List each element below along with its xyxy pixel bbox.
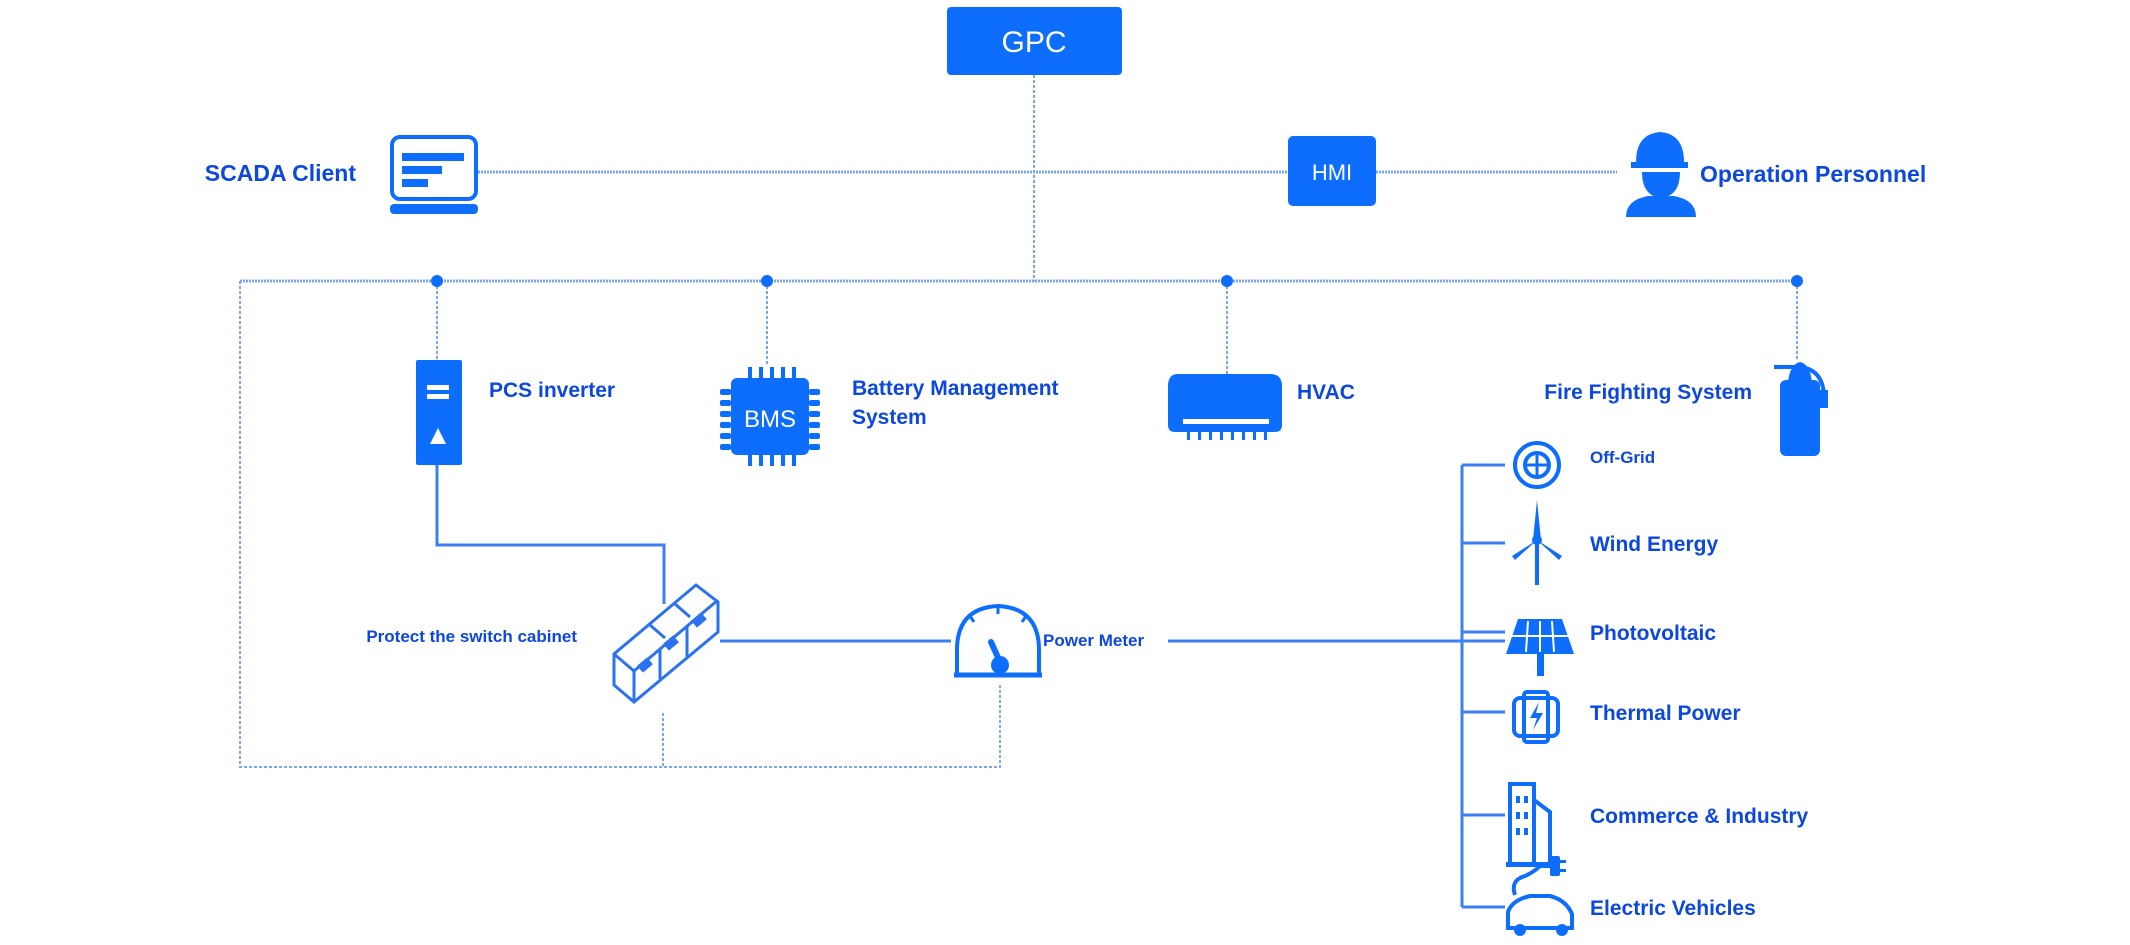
source-label: Photovoltaic [1590, 622, 1716, 645]
building-icon [1506, 782, 1556, 867]
wind-turbine-icon [1512, 500, 1562, 585]
pcs-inverter-label: PCS inverter [489, 379, 615, 402]
source-item[interactable]: Off-Grid [1513, 441, 1655, 489]
solar-panel-icon [1506, 619, 1574, 676]
bms-chip-label: BMS [744, 406, 796, 433]
worker-icon [1626, 132, 1696, 217]
source-label: Commerce & Industry [1590, 805, 1809, 828]
monitor-icon [390, 135, 478, 214]
operation-personnel-label: Operation Personnel [1700, 161, 1926, 187]
source-item[interactable]: Photovoltaic [1506, 619, 1716, 676]
source-label: Thermal Power [1590, 702, 1741, 725]
source-item[interactable]: Thermal Power [1512, 690, 1741, 744]
pcs-cabinet-link [435, 465, 666, 604]
bus-node [431, 275, 443, 287]
source-item[interactable]: Commerce & Industry [1506, 782, 1809, 867]
gpc-node[interactable]: GPC [947, 7, 1122, 75]
source-label: Off-Grid [1590, 448, 1655, 467]
bus-node [1221, 275, 1233, 287]
thermal-generator-icon [1512, 690, 1560, 744]
source-label: Wind Energy [1590, 533, 1718, 556]
bus-node [1791, 275, 1803, 287]
source-item[interactable]: Electric Vehicles [1506, 856, 1756, 936]
connectors [239, 75, 1803, 909]
gpc-box [947, 7, 1122, 75]
bms-label-line2: System [852, 406, 927, 429]
switch-cabinet-icon[interactable] [612, 583, 720, 704]
hmi-label: HMI [1312, 160, 1352, 185]
switch-cabinet-label: Protect the switch cabinet [366, 627, 577, 646]
air-conditioner-icon[interactable] [1168, 374, 1282, 440]
power-meter-icon[interactable] [954, 603, 1042, 678]
pcs-inverter-icon[interactable] [416, 360, 462, 465]
globe-icon [1513, 441, 1561, 489]
bus-node [761, 275, 773, 287]
ground-loop [239, 281, 1001, 768]
hvac-label: HVAC [1297, 381, 1355, 404]
source-label: Electric Vehicles [1590, 897, 1756, 920]
power-meter-label: Power Meter [1043, 631, 1144, 650]
bms-chip-icon[interactable]: BMS [720, 367, 820, 466]
gpc-label: GPC [1001, 26, 1066, 59]
fire-fighting-label: Fire Fighting System [1544, 381, 1752, 404]
source-item[interactable]: Wind Energy [1512, 500, 1718, 585]
electric-car-icon [1506, 856, 1574, 936]
scada-client-label: SCADA Client [205, 160, 357, 186]
hmi-box [1288, 136, 1376, 206]
hmi-node[interactable]: HMI [1288, 136, 1376, 206]
bms-label-line1: Battery Management [852, 377, 1059, 400]
fire-extinguisher-icon[interactable] [1774, 362, 1828, 456]
